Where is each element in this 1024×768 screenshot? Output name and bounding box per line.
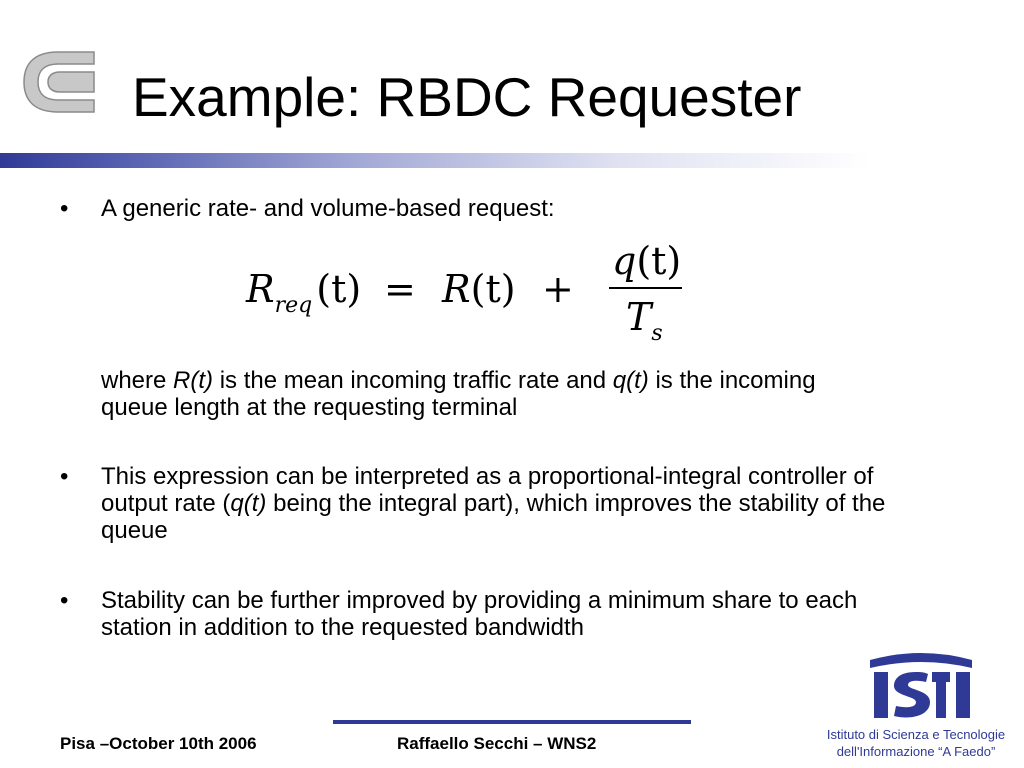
formula-rhs-term: R(t) — [442, 267, 516, 311]
formula: Rreq(t) = R(t) + q(t) Ts — [246, 238, 696, 348]
fraction-bar — [609, 287, 682, 289]
bullet-item: • Stability can be further improved by p… — [60, 587, 920, 641]
bullet-marker: • — [60, 587, 69, 614]
institute-name: Istituto di Scienza e Tecnologie dell'In… — [826, 727, 1006, 759]
footer-divider — [333, 720, 691, 724]
cnr-logo — [18, 46, 100, 118]
bullet-item: • This expression can be interpreted as … — [60, 463, 920, 544]
isti-logo — [866, 650, 976, 722]
bullet-text: This expression can be interpreted as a … — [101, 463, 886, 544]
bullet-text: A generic rate- and volume-based request… — [101, 195, 555, 222]
footer-date: Pisa –October 10th 2006 — [60, 734, 257, 753]
bullet-marker: • — [60, 463, 69, 490]
formula-lhs: Rreq(t) — [246, 267, 362, 318]
bullet-marker: • — [60, 195, 69, 222]
bullet-item: • A generic rate- and volume-based reque… — [60, 195, 920, 222]
title-divider-bar — [0, 153, 1024, 168]
footer-author: Raffaello Secchi – WNS2 — [397, 734, 597, 753]
formula-denominator: Ts — [626, 295, 663, 346]
bullet-text: Stability can be further improved by pro… — [101, 587, 858, 641]
bullet-list: • A generic rate- and volume-based reque… — [60, 195, 920, 222]
slide-title: Example: RBDC Requester — [132, 66, 802, 128]
formula-numerator: q(t) — [612, 239, 682, 283]
formula-plus: + — [542, 267, 574, 311]
formula-equals: = — [384, 267, 416, 311]
formula-explanation: where R(t) is the mean incoming traffic … — [101, 367, 816, 421]
